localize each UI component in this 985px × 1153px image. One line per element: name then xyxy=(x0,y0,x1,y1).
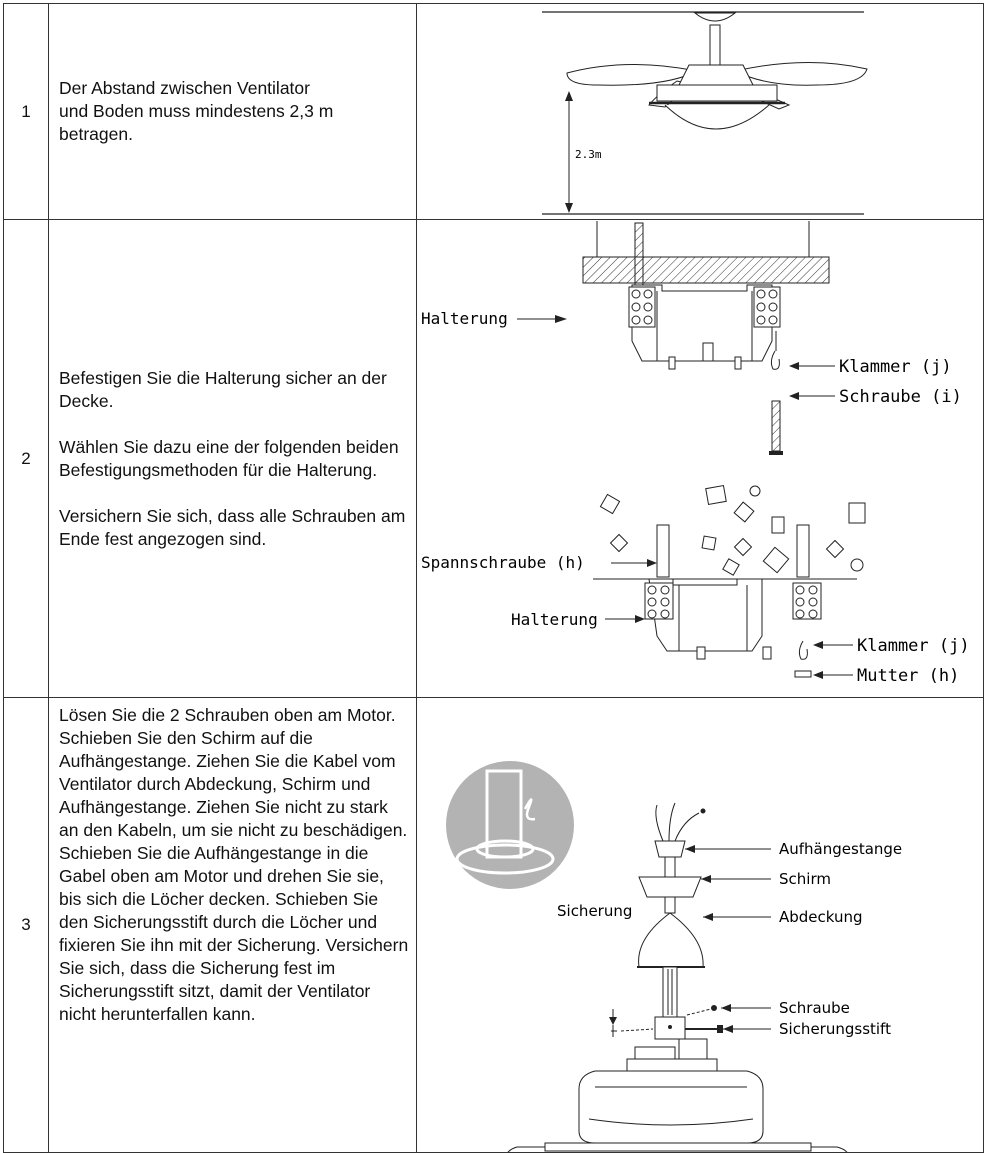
text-line: betragen. xyxy=(59,124,133,144)
step-figure: Halterung Klammer (j) Schraube (i) xyxy=(416,219,984,698)
label-klammer: Klammer (j) xyxy=(839,357,952,377)
text-line: und Boden muss mindestens 2,3 m xyxy=(59,101,334,121)
label-schirm: Schirm xyxy=(779,870,831,888)
step-row-3: 3 Lösen Sie die 2 Schrauben oben am Moto… xyxy=(3,697,984,1153)
paragraph: Lösen Sie die 2 Schrauben oben am Motor.… xyxy=(59,705,409,1024)
step-text: Der Abstand zwischen Ventilator und Bode… xyxy=(48,3,417,220)
paragraph: Befestigen Sie die Halterung sicher an d… xyxy=(59,367,387,411)
step-figure: 2.3m xyxy=(416,3,984,220)
label-schraube: Schraube (i) xyxy=(839,387,962,407)
step-number: 2 xyxy=(3,219,49,698)
instruction-table: 1 Der Abstand zwischen Ventilator und Bo… xyxy=(3,3,984,1153)
step-number: 3 xyxy=(3,697,49,1153)
label-aufhaengestange: Aufhängestange xyxy=(779,840,902,858)
fan-height-diagram: 2.3m xyxy=(542,10,868,215)
step-figure: Aufhängestange Schirm Abdeckung Schraube… xyxy=(416,697,984,1153)
step-text: Befestigen Sie die Halterung sicher an d… xyxy=(48,219,417,698)
step-number: 1 xyxy=(3,3,49,220)
step-row-1: 1 Der Abstand zwischen Ventilator und Bo… xyxy=(3,3,984,220)
label-halterung: Halterung xyxy=(421,309,508,328)
label-mutter: Mutter (h) xyxy=(857,666,959,686)
step-row-2: 2 Befestigen Sie die Halterung sicher an… xyxy=(3,219,984,698)
paragraph: Wählen Sie dazu eine der folgenden beide… xyxy=(59,436,399,480)
step-text: Lösen Sie die 2 Schrauben oben am Motor.… xyxy=(48,697,417,1153)
label-klammer-2: Klammer (j) xyxy=(857,636,970,656)
text-line: Der Abstand zwischen Ventilator xyxy=(59,78,310,98)
label-sicherung: Sicherung xyxy=(557,902,632,920)
height-label: 2.3m xyxy=(575,148,602,161)
paragraph: Versichern Sie sich, dass alle Schrauben… xyxy=(59,505,406,549)
assembly-diagram: Aufhängestange Schirm Abdeckung Schraube… xyxy=(446,760,902,1152)
label-schraube: Schraube xyxy=(779,999,850,1017)
label-sicherungsstift: Sicherungsstift xyxy=(779,1020,891,1038)
label-halterung-2: Halterung xyxy=(511,610,598,629)
label-spannschraube: Spannschraube (h) xyxy=(421,553,585,572)
label-abdeckung: Abdeckung xyxy=(779,908,863,926)
mounting-diagram: Halterung Klammer (j) Schraube (i) xyxy=(421,220,970,686)
